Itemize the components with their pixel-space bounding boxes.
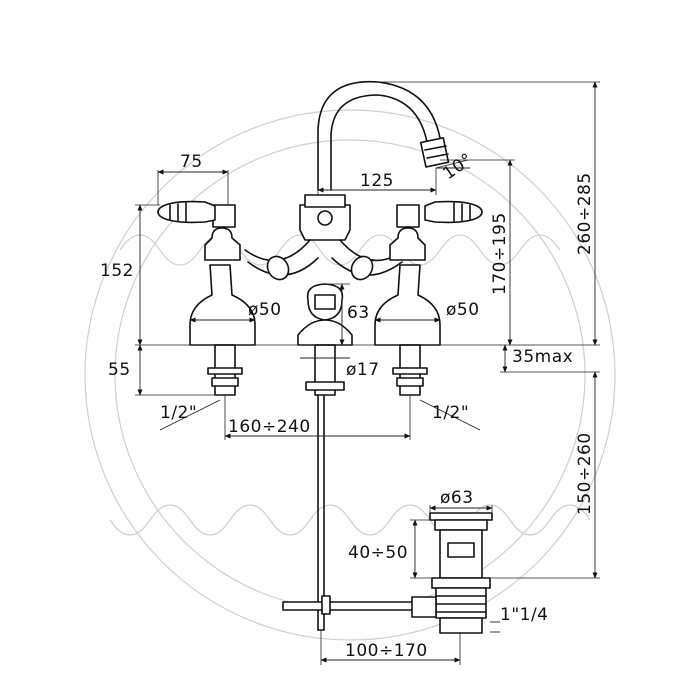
dimension-lines — [135, 81, 600, 665]
label-waste-thread: 1"1/4 — [500, 605, 549, 625]
label-waste-height: 40÷50 — [348, 543, 408, 563]
label-handle-height: 152 — [100, 261, 134, 281]
label-shank-length: 55 — [108, 360, 131, 380]
label-waste-diameter: ø63 — [440, 488, 474, 508]
label-spout-reach: 125 — [360, 171, 394, 191]
label-spout-height: 170÷195 — [490, 212, 510, 295]
label-overall-height: 260÷285 — [575, 172, 595, 255]
label-max-deck-thickness: 35max — [512, 347, 573, 367]
label-right-connection: 1/2" — [432, 403, 469, 423]
label-left-base-diameter: ø50 — [248, 300, 282, 320]
label-center-shank-diameter: ø17 — [346, 360, 380, 380]
label-handle-spread: 75 — [180, 152, 203, 172]
pop-up-waste — [411, 512, 493, 634]
label-rod-offset: 100÷170 — [345, 641, 428, 661]
label-center-spacing: 160÷240 — [228, 417, 311, 437]
label-center-base-diameter: 63 — [347, 303, 370, 323]
label-waste-depth: 150÷260 — [575, 432, 595, 515]
label-right-base-diameter: ø50 — [446, 300, 480, 320]
label-left-connection: 1/2" — [160, 403, 197, 423]
faucet-body — [135, 80, 600, 631]
